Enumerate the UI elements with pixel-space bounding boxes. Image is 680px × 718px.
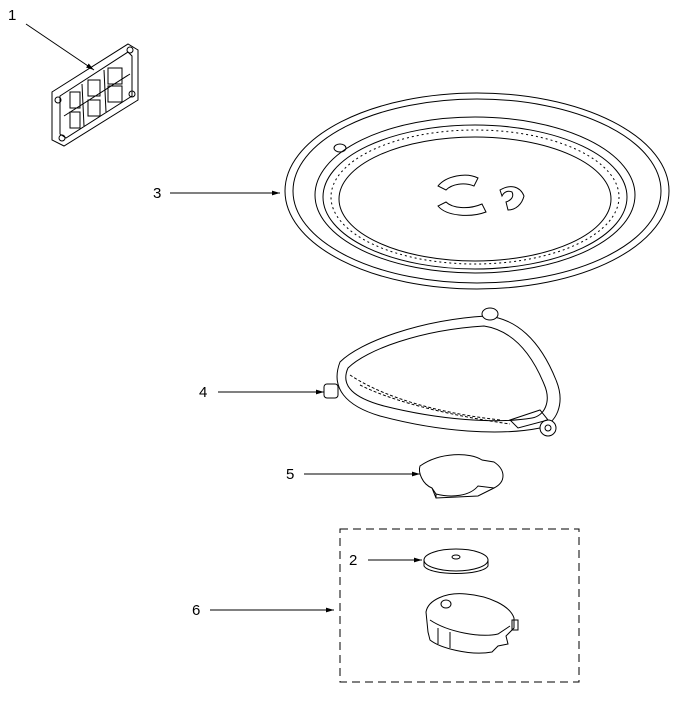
part-6-turntable-motor	[425, 593, 519, 654]
part-2-drive-cap	[423, 548, 489, 574]
part-1-vent-grille	[51, 43, 139, 147]
leader-line-1	[25, 23, 95, 71]
part-5-coupler	[419, 454, 504, 499]
part-4-roller-support	[323, 307, 561, 437]
callout-6: 6	[192, 602, 201, 619]
callout-1: 1	[8, 7, 17, 24]
callout-3: 3	[153, 185, 162, 202]
callout-2: 2	[349, 552, 358, 569]
callout-5: 5	[286, 466, 295, 483]
kit-group-box	[339, 528, 580, 683]
leader-lines	[25, 23, 422, 613]
callout-4: 4	[199, 384, 208, 401]
part-3-turntable-tray	[284, 92, 670, 290]
